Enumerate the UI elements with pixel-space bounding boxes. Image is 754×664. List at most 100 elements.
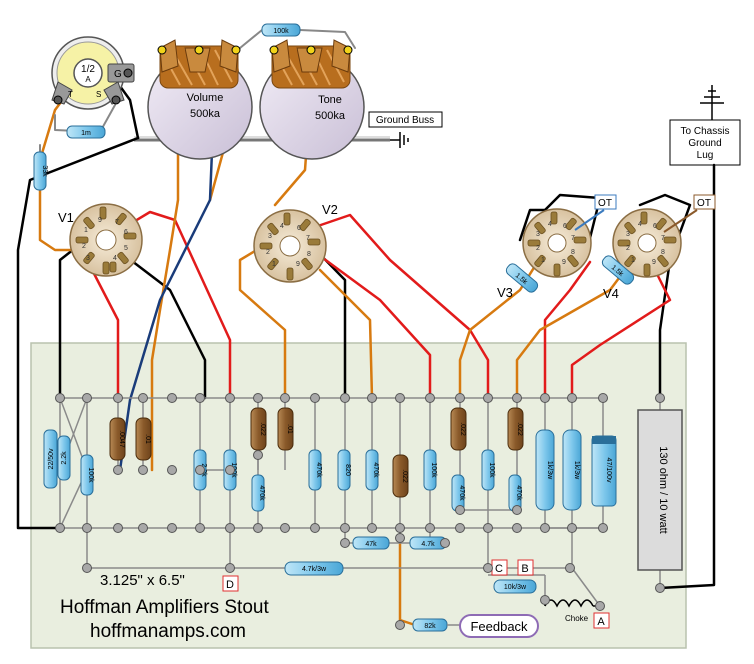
- tube-socket-v2[interactable]: 6 7 8 9 1 2 3 4: [253, 209, 327, 283]
- svg-text:470k: 470k: [515, 485, 522, 501]
- chassis-lug-line2: Ground: [688, 138, 721, 149]
- eyelet: [598, 393, 608, 403]
- eyelet: [310, 393, 320, 403]
- svg-text:470k: 470k: [372, 462, 379, 478]
- tone-pot-value: 500ka: [315, 110, 346, 122]
- eyelet: [483, 523, 493, 533]
- marker-d-box: [222, 575, 239, 592]
- svg-text:1: 1: [84, 227, 88, 234]
- eyelet: [340, 393, 350, 403]
- eyelet: [567, 393, 577, 403]
- eyelet: [565, 563, 575, 573]
- svg-text:.022: .022: [259, 422, 266, 436]
- jack-pin-g: G: [114, 69, 122, 80]
- cap-01-b: .01: [277, 407, 294, 451]
- svg-text:6: 6: [563, 223, 567, 230]
- svg-text:7: 7: [306, 235, 310, 242]
- svg-text:2: 2: [82, 243, 86, 250]
- eyelet: [367, 523, 377, 533]
- ot-label-brown: OT: [697, 198, 711, 209]
- svg-text:4: 4: [113, 255, 117, 262]
- ot-label-blue: OT: [598, 198, 612, 209]
- cap-022-d: .022: [507, 407, 524, 451]
- resistor-470k-a: 470k: [251, 474, 265, 512]
- svg-text:9: 9: [652, 259, 656, 266]
- svg-text:3: 3: [268, 233, 272, 240]
- resistor-10k-3w: 10k/3w: [493, 579, 537, 594]
- eyelet: [55, 523, 65, 533]
- svg-text:100k: 100k: [430, 462, 437, 478]
- svg-text:82k: 82k: [424, 623, 436, 630]
- tube-socket-v4[interactable]: 6 7 8 9 1 2 3 4: [612, 208, 682, 278]
- resistor-2-2k-a: 2.2k: [57, 435, 71, 481]
- marker-b: B: [521, 563, 528, 575]
- resistor-1k-3w-b: 1k/3w: [562, 429, 582, 511]
- eyelet: [455, 523, 465, 533]
- svg-text:100k: 100k: [87, 467, 94, 483]
- svg-text:6: 6: [297, 225, 301, 232]
- tube-socket-v1[interactable]: 7 6 5 4 3 2 1 9: [69, 203, 143, 277]
- svg-text:5: 5: [124, 245, 128, 252]
- board-title: Hoffman Amplifiers Stout: [60, 597, 269, 618]
- eyelet: [195, 523, 205, 533]
- marker-a: A: [597, 616, 605, 628]
- cap-022-a: .022: [250, 407, 267, 451]
- eyelet: [225, 465, 235, 475]
- tone-resistor-100k: 100k: [261, 23, 301, 37]
- tone-pot[interactable]: Tone 500ka: [259, 39, 365, 160]
- tube-socket-v3[interactable]: 6 7 8 9 1 2 3 4: [522, 208, 592, 278]
- marker-d: D: [226, 579, 234, 591]
- cap-022-b: .022: [392, 454, 409, 498]
- eyelet: [82, 523, 92, 533]
- tube-label-v2: V2: [322, 202, 338, 217]
- svg-text:9: 9: [562, 259, 566, 266]
- eyelet: [540, 393, 550, 403]
- svg-text:22/50v: 22/50v: [48, 448, 55, 470]
- marker-c: C: [495, 563, 503, 575]
- svg-text:4.7k: 4.7k: [421, 541, 435, 548]
- tone-pot-name: Tone: [318, 94, 342, 106]
- svg-text:2: 2: [266, 249, 270, 256]
- eyelet: [55, 393, 65, 403]
- input-jack[interactable]: 1/2 A G T S: [51, 36, 135, 110]
- eyelet: [310, 523, 320, 533]
- svg-text:.01: .01: [144, 434, 151, 444]
- svg-text:1: 1: [631, 257, 635, 264]
- eyelet: [512, 523, 522, 533]
- eyelets: [55, 393, 665, 630]
- chassis-lug-label-box: [669, 119, 741, 166]
- feedback-label: Feedback: [470, 619, 528, 634]
- jack-center-line2: A: [85, 75, 91, 84]
- eyelet: [395, 393, 405, 403]
- jack-center-line1: 1/2: [81, 64, 95, 75]
- svg-text:470k: 470k: [458, 485, 465, 501]
- ground-symbol-icon: [390, 132, 409, 148]
- svg-text:4: 4: [638, 221, 642, 228]
- eyelet: [440, 538, 450, 548]
- eyelet: [113, 523, 123, 533]
- resistor-100k-d: 100k: [481, 449, 495, 491]
- chassis-lug-line3: Lug: [697, 150, 714, 161]
- eyelet: [340, 523, 350, 533]
- eyelet: [455, 393, 465, 403]
- svg-text:2.2k: 2.2k: [61, 451, 68, 465]
- volume-pot-value: 500ka: [190, 108, 221, 120]
- svg-text:47/100v: 47/100v: [605, 458, 612, 483]
- cap-022-c: .022: [450, 407, 467, 451]
- eyelet: [455, 505, 465, 515]
- resistor-470k-c: 470k: [365, 449, 379, 491]
- tube-label-v4: V4: [603, 286, 619, 301]
- volume-pot[interactable]: Volume 500ka: [147, 39, 253, 160]
- ot-label-box-blue: [594, 194, 617, 210]
- jack-pin-t: T: [68, 90, 73, 99]
- resistor-4-7k-3w: 4.7k/3w: [284, 561, 344, 576]
- eyelet: [512, 505, 522, 515]
- chassis-lug-line1: To Chassis: [681, 126, 730, 137]
- input-resistor-1m: 1m: [66, 125, 106, 139]
- eyelet: [138, 523, 148, 533]
- eyelet: [280, 393, 290, 403]
- svg-text:820: 820: [344, 464, 351, 476]
- eyelet: [567, 523, 577, 533]
- svg-text:1k/3w: 1k/3w: [573, 461, 580, 480]
- eyelet: [167, 393, 177, 403]
